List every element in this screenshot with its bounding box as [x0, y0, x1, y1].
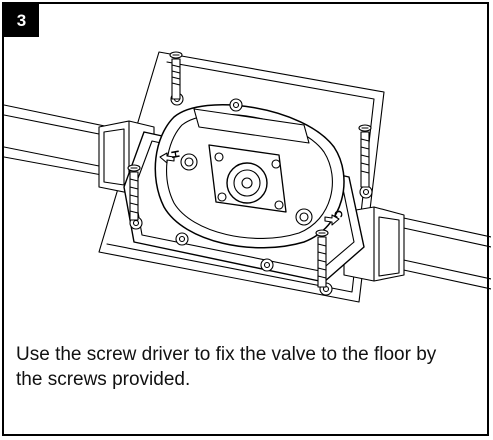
cold-arrow-icon — [324, 214, 340, 226]
screw-top-left — [169, 51, 183, 100]
instruction-card: 3 — [2, 2, 491, 436]
hot-label: H — [168, 149, 181, 159]
valve-cartridge — [180, 144, 313, 226]
hot-arrow-icon — [159, 152, 175, 164]
instruction-text: Use the screw driver to fix the valve to… — [16, 344, 437, 390]
screw-bottom-left — [127, 164, 141, 221]
screw-top-right — [358, 124, 372, 188]
right-pipe — [343, 206, 491, 290]
valve-installation-illustration: H C — [4, 51, 491, 303]
screw-bottom-right — [315, 229, 329, 288]
cold-label: C — [331, 209, 344, 219]
step-number-badge: 3 — [4, 4, 39, 37]
